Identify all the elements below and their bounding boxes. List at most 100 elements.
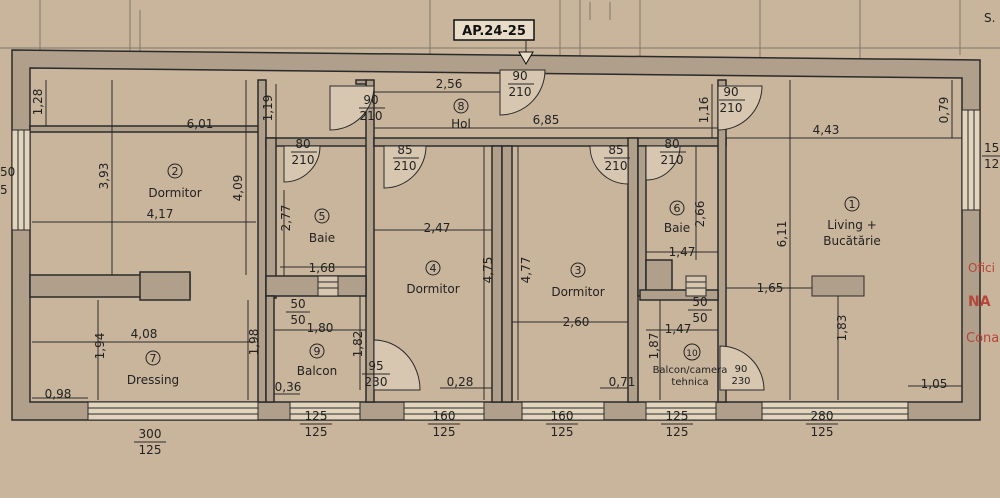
dim-label: 4,43: [813, 123, 840, 137]
room-name: Living +: [827, 218, 877, 232]
window-width: 50: [0, 165, 15, 179]
dim-label: 1,80: [307, 321, 334, 335]
dim-label: 1,87: [647, 333, 661, 360]
window-height: 125: [984, 157, 1000, 171]
room-name: Dormitor: [406, 282, 459, 296]
dim-label: 1,83: [835, 315, 849, 342]
dim-label: 6,85: [533, 113, 560, 127]
room-3: 3 Dormitor: [551, 262, 605, 299]
room-number: 2: [172, 165, 179, 178]
dim-label: 0,71: [609, 375, 636, 389]
bath-steps: [317, 275, 707, 297]
edge-right-line: Ofici: [968, 261, 995, 275]
door-width: 80: [664, 137, 679, 151]
dim-label: 2,60: [563, 315, 590, 329]
door-height: 210: [292, 153, 315, 167]
dim-label: 4,75: [481, 257, 495, 284]
room-4: 4 Dormitor: [406, 260, 460, 296]
room-10: 10 Balcon/camera tehnica: [653, 343, 728, 388]
door-height: 210: [360, 109, 383, 123]
bottom-windows: [11, 109, 981, 421]
window-height: 125: [811, 425, 834, 439]
vent-width: 50: [290, 297, 305, 311]
room-number: 9: [314, 345, 321, 358]
door-width: 85: [397, 143, 412, 157]
dim-label: 0,36: [275, 380, 302, 394]
room-name: Dressing: [127, 373, 179, 387]
window-width: 155: [984, 141, 1000, 155]
dim-label: 1,98: [247, 329, 261, 356]
dim-label: 2,56: [436, 77, 463, 91]
room-name: Dormitor: [148, 186, 201, 200]
dim-label: 1,94: [93, 333, 107, 360]
dim-label: 0,79: [937, 97, 951, 124]
kitchen-island: [811, 275, 865, 297]
room-7: 7 Dressing: [127, 350, 179, 387]
room-name: Baie: [309, 231, 335, 245]
apartment-label-text: AP.24-25: [462, 24, 526, 39]
door-width: 90: [735, 364, 748, 375]
room-number: 10: [686, 349, 698, 359]
dim-label: 6,11: [775, 221, 789, 248]
window-width: 125: [305, 409, 328, 423]
window-width: 125: [666, 409, 689, 423]
room-9: 9 Balcon: [297, 343, 337, 378]
room-name: Bucătărie: [823, 234, 881, 248]
dim-label: 4,77: [519, 257, 533, 284]
edge-top-right: S.: [984, 11, 995, 25]
window-height: 125: [666, 425, 689, 439]
dim-label: 1,47: [665, 322, 692, 336]
dim-label: 1,19: [261, 95, 275, 122]
window-height: 125: [433, 425, 456, 439]
door-width: 90: [723, 85, 738, 99]
window-width: 300: [139, 427, 162, 441]
vent-width: 50: [692, 295, 707, 309]
room-name: Balcon: [297, 364, 337, 378]
dim-label: 4,09: [231, 175, 245, 202]
room-8: 8 Hol: [451, 98, 471, 131]
vent-labels: 50 50 50 50: [286, 295, 712, 327]
door-width: 80: [295, 137, 310, 151]
dim-label: 1,65: [757, 281, 784, 295]
dim-label: 1,16: [697, 97, 711, 124]
door-swings: [283, 69, 765, 391]
room-2: 2 Dormitor: [148, 163, 202, 200]
room-name: Hol: [451, 117, 471, 131]
room-name: Baie: [664, 221, 690, 235]
room-6: 6 Baie: [664, 200, 690, 235]
room-name: Dormitor: [551, 285, 604, 299]
door-height: 210: [661, 153, 684, 167]
dim-label: 1,68: [309, 261, 336, 275]
window-width: 280: [811, 409, 834, 423]
door-width: 90: [363, 93, 378, 107]
room-5: 5 Baie: [309, 208, 335, 245]
door-width: 85: [608, 143, 623, 157]
dimension-lines: [32, 80, 962, 400]
vent-height: 50: [692, 311, 707, 325]
window-width: 160: [551, 409, 574, 423]
dim-label: 2,47: [424, 221, 451, 235]
upper-context-lines: [0, 0, 1000, 60]
edge-right-line: Cona: [966, 331, 999, 346]
door-height: 230: [731, 376, 750, 387]
door-height: 210: [394, 159, 417, 173]
apartment-label: AP.24-25: [453, 19, 535, 65]
room-name: Balcon/camera: [653, 365, 728, 376]
dim-label: 1,28: [31, 89, 45, 116]
dim-label: 0,98: [45, 387, 72, 401]
door-width: 90: [512, 69, 527, 83]
door-width: 95: [368, 359, 383, 373]
window-height: 5: [0, 183, 8, 197]
dim-label: 1,82: [351, 331, 365, 358]
room-number: 4: [430, 262, 437, 275]
door-height: 210: [509, 85, 532, 99]
dim-label: 3,93: [97, 163, 111, 190]
dim-label: 6,01: [187, 117, 214, 131]
dim-label: 4,08: [131, 327, 158, 341]
room-number: 6: [674, 202, 681, 215]
room-number: 1: [849, 198, 856, 211]
dim-label: 0,28: [447, 375, 474, 389]
window-height: 125: [139, 443, 162, 457]
window-width: 160: [433, 409, 456, 423]
